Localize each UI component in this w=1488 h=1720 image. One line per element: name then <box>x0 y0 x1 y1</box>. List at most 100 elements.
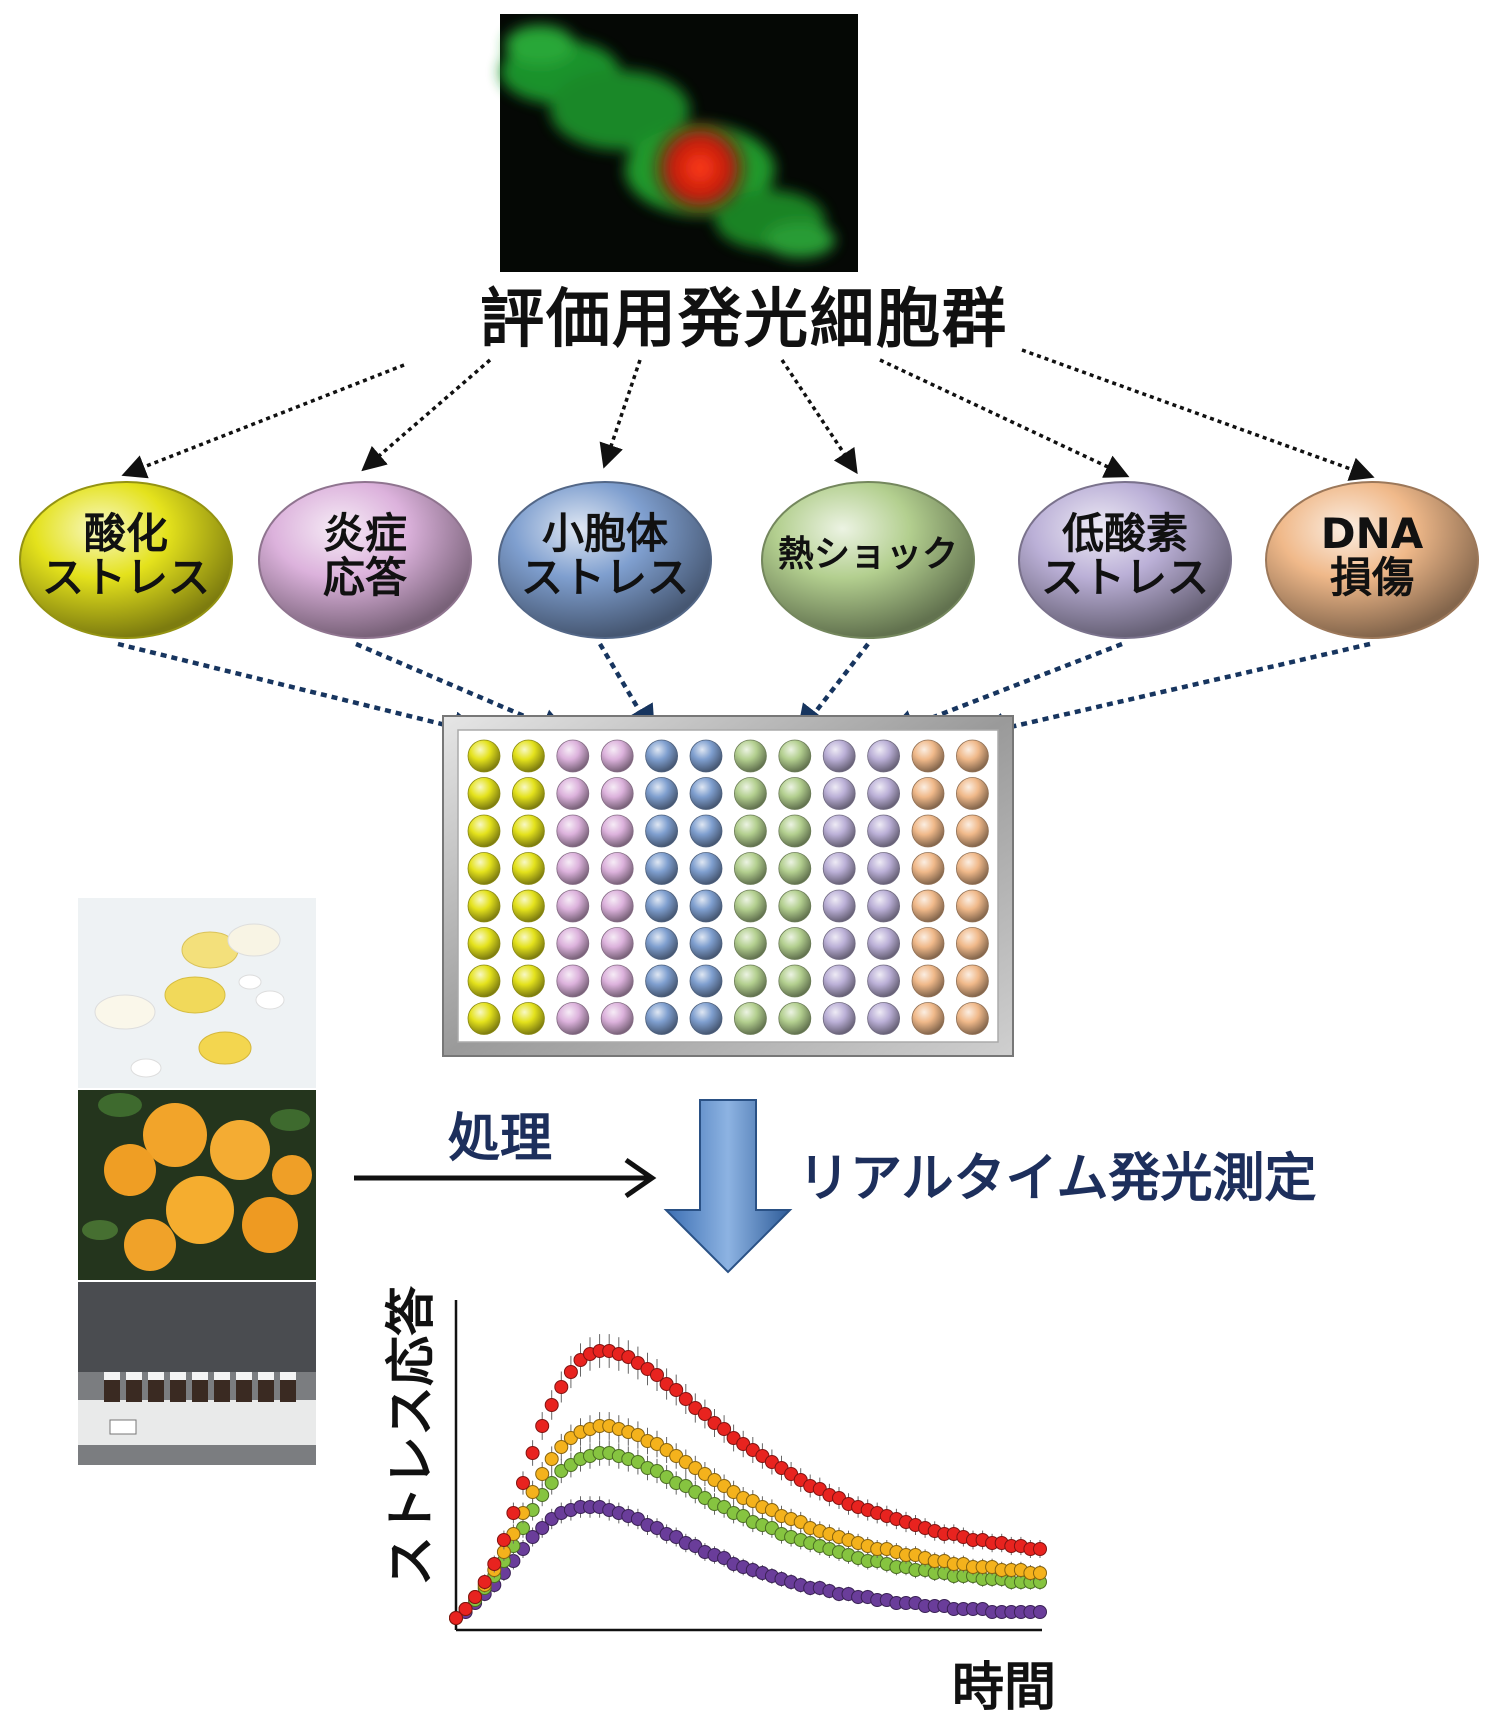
plate-well <box>956 777 989 810</box>
plate-well <box>867 852 900 885</box>
stress-oval-0 <box>19 481 233 639</box>
stress-oval-line1: 低酸素 <box>1061 509 1188 558</box>
plate-well <box>556 1002 590 1035</box>
plate-well <box>512 739 545 773</box>
data-point <box>458 1602 473 1616</box>
plate-well <box>600 927 634 960</box>
plate-well <box>778 964 812 998</box>
stress-oval-label-4: 低酸素ストレス <box>1025 509 1225 600</box>
plate-well <box>867 964 900 998</box>
plate-well <box>556 964 590 998</box>
plate-well <box>734 852 767 885</box>
data-point <box>1033 1542 1047 1556</box>
plate-well <box>467 777 501 810</box>
chart-x-axis-label: 時間 <box>952 1658 1057 1718</box>
plate-well <box>911 852 945 885</box>
plate-well <box>556 739 590 773</box>
plate-well <box>956 889 989 923</box>
oranges-photo <box>78 1090 316 1280</box>
plate-well <box>956 739 989 773</box>
data-point <box>516 1476 530 1490</box>
plate-well <box>512 814 545 848</box>
plate-well <box>734 777 767 810</box>
plate-well <box>956 814 989 848</box>
data-point <box>487 1557 502 1571</box>
data-point <box>535 1467 550 1481</box>
plate-well <box>556 777 590 810</box>
stress-oval-line2: 応答 <box>322 553 407 603</box>
plate-well <box>512 889 545 923</box>
plate-well <box>645 814 678 848</box>
data-point <box>669 1383 684 1397</box>
data-point <box>554 1380 569 1394</box>
chart-axes <box>454 1300 1042 1632</box>
stress-oval-line1: DNA <box>1320 509 1424 558</box>
data-point <box>717 1422 732 1436</box>
stress-oval-line1: 酸化 <box>83 509 168 558</box>
data-point <box>544 1452 559 1466</box>
data-point <box>468 1590 483 1604</box>
plate-well <box>778 739 812 773</box>
plate-well <box>645 964 678 998</box>
plate-well <box>689 1002 723 1035</box>
stress-oval-label-2: 小胞体ストレス <box>505 509 705 603</box>
chart-y-axis-label-box: ストレス応答 <box>352 1286 462 1620</box>
plate-well <box>867 889 900 923</box>
plate-well <box>911 927 945 960</box>
plate-well <box>867 927 900 960</box>
data-point <box>544 1398 559 1412</box>
plate-well <box>956 852 989 885</box>
plate-well <box>512 777 545 810</box>
plate-well <box>822 739 856 773</box>
stress-response-chart <box>449 1334 1047 1625</box>
stress-oval-1 <box>258 481 472 639</box>
plate-well <box>556 889 590 923</box>
plate-well <box>467 964 501 998</box>
plate-well <box>467 814 501 848</box>
data-point <box>506 1506 521 1520</box>
plate-well <box>645 889 678 923</box>
plate-well <box>512 1002 545 1035</box>
plate-well <box>778 889 812 923</box>
plate-well <box>467 1002 501 1035</box>
data-point <box>650 1368 664 1382</box>
plate-well <box>867 814 900 848</box>
plate-well <box>600 777 634 810</box>
stress-oval-line1: 小胞体 <box>541 509 668 558</box>
plate-well <box>734 889 767 923</box>
tablets-photo <box>78 898 316 1088</box>
plate-well <box>512 852 545 885</box>
treatment-arrow <box>354 1157 657 1199</box>
data-point <box>496 1533 511 1547</box>
plate-well <box>822 889 856 923</box>
stress-oval-line2: ストレス <box>41 553 210 603</box>
plate-well <box>734 927 767 960</box>
stress-oval-3 <box>761 481 975 639</box>
stress-oval-label-3: 熱ショック <box>768 536 968 574</box>
plate-well <box>778 852 812 885</box>
plate-well <box>822 852 856 885</box>
data-point <box>525 1485 540 1499</box>
plate-well <box>689 777 723 810</box>
plate-well <box>689 852 723 885</box>
data-point <box>1033 1605 1047 1619</box>
plate-well <box>734 814 767 848</box>
plate-well <box>911 739 945 773</box>
plate-well <box>956 964 989 998</box>
data-point <box>563 1365 578 1379</box>
plate-well <box>911 814 945 848</box>
plate-well <box>822 777 856 810</box>
stress-oval-line2: ストレス <box>520 553 689 603</box>
plate-well <box>600 814 634 848</box>
plate-well <box>512 964 545 998</box>
well-plate <box>442 715 1014 1057</box>
treatment-label: 処理 <box>448 1109 553 1169</box>
stress-oval-4 <box>1018 481 1232 639</box>
stress-type-ovals <box>19 481 1479 639</box>
plate-well <box>734 964 767 998</box>
plate-well <box>645 927 678 960</box>
cell-group-title: 評価用発光細胞群 <box>480 283 1008 357</box>
stress-oval-line2: 損傷 <box>1329 553 1414 603</box>
plate-well <box>778 1002 812 1035</box>
stress-oval-label-0: 酸化ストレス <box>26 509 226 603</box>
